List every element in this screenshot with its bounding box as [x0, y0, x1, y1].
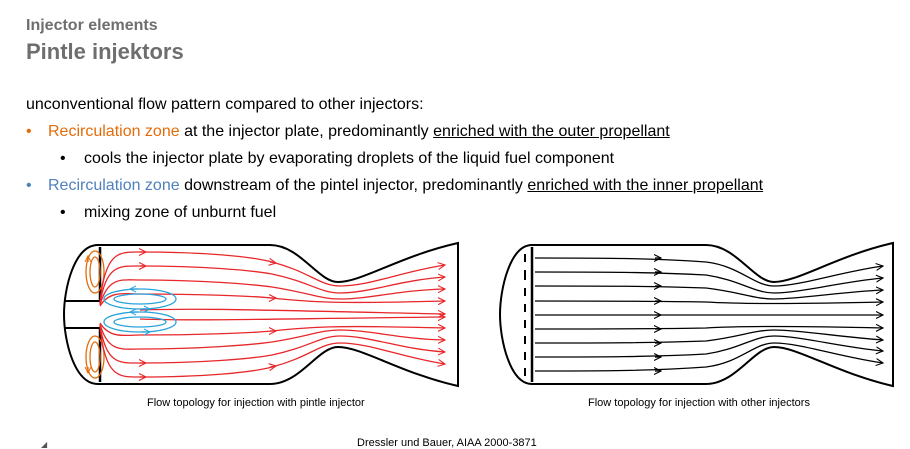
bullet-text: downstream of the pintel injector, predo… — [179, 177, 528, 194]
blue-vortex-top-outer — [103, 288, 177, 310]
underlined-inner-propellant: enriched with the inner propellant — [527, 177, 764, 194]
slide-body: unconventional flow pattern compared to … — [26, 91, 763, 226]
sub-bullet-marker: • — [60, 150, 66, 167]
underlined-outer-propellant: enriched with the outer propellant — [433, 123, 670, 140]
outer-recirculation-zones — [85, 250, 105, 379]
orange-vortex-bottom-outer — [85, 335, 105, 379]
flow-midstream-arrows — [140, 252, 276, 377]
pintle-post — [64, 300, 100, 329]
bullet-marker: • — [26, 177, 32, 194]
bullet-inner-recirculation: • Recirculation zone downstream of the pi… — [26, 172, 763, 199]
sub-bullet-text: mixing zone of unburnt fuel — [84, 204, 277, 221]
orange-vortex-top-inner — [89, 256, 101, 288]
other-flow-midstream-arrows — [655, 258, 661, 371]
highlight-outer-recirculation: Recirculation zone — [48, 123, 180, 140]
orange-vortex-bottom-inner — [89, 341, 101, 373]
pintle-flow-lines — [99, 251, 445, 378]
corner-mark: ◢ — [41, 440, 48, 449]
blue-vortex-top-inner — [113, 293, 167, 305]
sub-bullet-cooling: • cools the injector plate by evaporating… — [26, 145, 763, 172]
blue-vortex-bottom-inner — [113, 316, 167, 328]
caption-other-injectors: Flow topology for injection with other i… — [588, 397, 810, 409]
blue-vortex-bottom-outer — [103, 311, 177, 333]
highlight-inner-recirculation: Recirculation zone — [48, 177, 180, 194]
source-credit: Dressler und Bauer, AIAA 2000-3871 — [357, 437, 537, 449]
caption-pintle-injector: Flow topology for injection with pintle … — [147, 397, 365, 409]
sub-bullet-text: cools the injector plate by evaporating … — [84, 150, 615, 167]
bullet-text: at the injector plate, predominantly — [179, 123, 434, 140]
orange-vortex-top-outer — [85, 250, 105, 294]
bullet-outer-recirculation: • Recirculation zone at the injector plat… — [26, 118, 763, 145]
chamber-wall-left — [62, 241, 459, 388]
other-flow-lines — [534, 257, 883, 372]
slide-title: Pintle injektors — [26, 39, 184, 64]
inner-recirculation-zones — [103, 288, 177, 333]
bullet-marker: • — [26, 123, 32, 140]
sub-bullet-marker: • — [60, 204, 66, 221]
pintle-injector-diagram — [62, 241, 459, 388]
section-kicker: Injector elements — [26, 17, 158, 34]
chamber-wall-right — [498, 241, 894, 388]
sub-bullet-mixing: • mixing zone of unburnt fuel — [26, 199, 763, 226]
intro-text: unconventional flow pattern compared to … — [26, 96, 424, 113]
other-injector-diagram — [498, 241, 894, 388]
